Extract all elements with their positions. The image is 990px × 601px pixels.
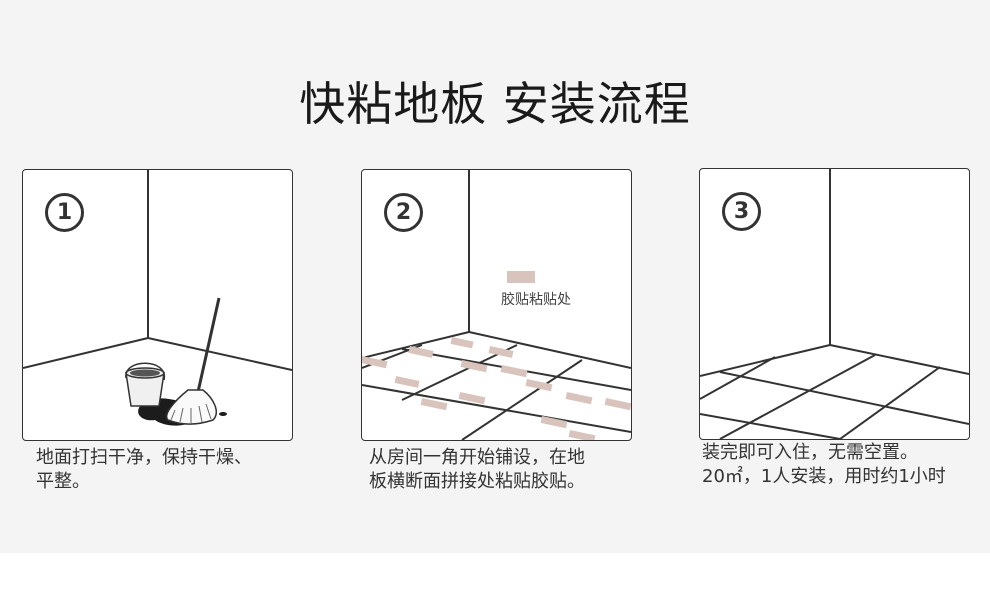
step-number-2: 2 [384,193,423,232]
page-title: 快粘地板 安装流程 [299,77,691,131]
step-2-caption: 从房间一角开始铺设，在地 板横断面拼接处粘贴胶贴。 [369,446,585,494]
step-1-caption: 地面打扫干净，保持干燥、 平整。 [36,446,252,494]
step-2-caption-line-2: 板横断面拼接处粘贴胶贴。 [369,471,585,492]
step-1-caption-line-1: 地面打扫干净，保持干燥、 [36,447,252,468]
step-number-1: 1 [45,193,84,232]
step-2-caption-line-1: 从房间一角开始铺设，在地 [369,447,585,468]
step-3-panel: 3 [699,168,970,440]
step-number-3: 3 [722,192,761,231]
room-corner-illustration [23,170,292,426]
bucket-icon [125,362,165,407]
step-2-panel: 2 [361,169,632,441]
tape-legend-label: 胶贴粘贴处 [501,292,571,308]
step-3-caption: 装完即可入住，无需空置。 20㎡，1人安装，用时约1小时 [702,441,990,489]
step-1-caption-line-2: 平整。 [36,471,90,492]
step-3-caption-line-2: 20㎡，1人安装，用时约1小时 [702,466,946,487]
tape-legend-swatch [507,271,535,283]
finished-floor-illustration [700,169,969,439]
tape-marks [362,336,631,440]
step-3-caption-line-1: 装完即可入住，无需空置。 [702,442,918,463]
step-1-panel: 1 [22,169,293,441]
mop-icon [166,297,221,425]
tile-layout-illustration [362,170,631,440]
